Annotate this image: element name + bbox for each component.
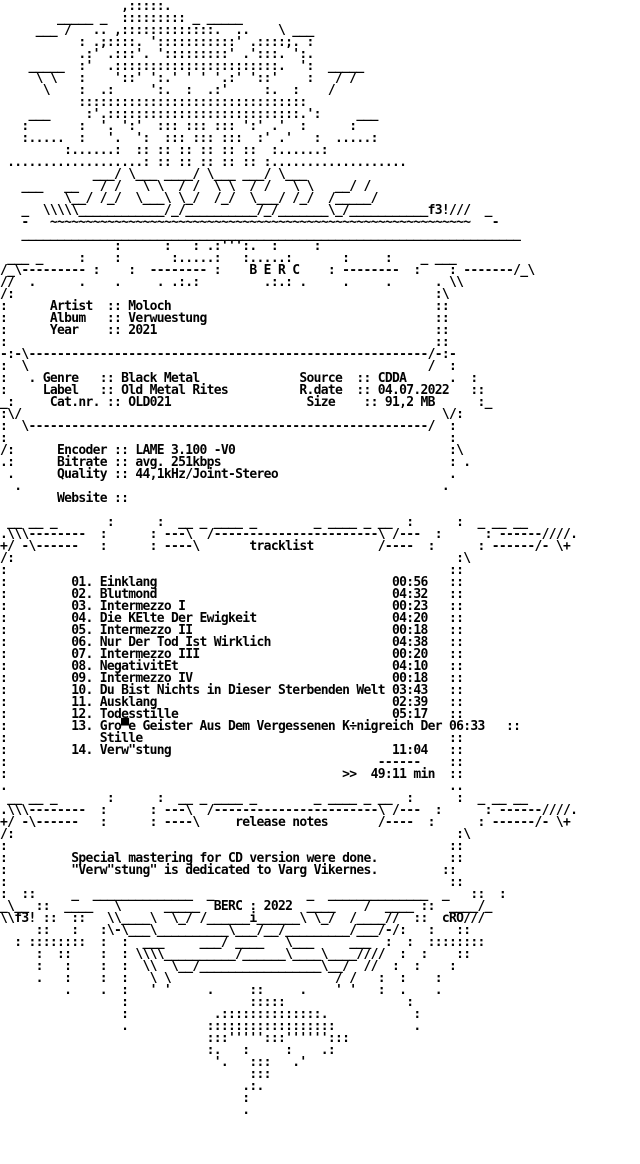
- nfo-line: /_\--------- : : -------- : B E R C : --…: [0, 263, 535, 278]
- nfo-line: : ::: [0, 563, 464, 578]
- nfo-line: : 08. NegativitEt 04:10 ::: [0, 659, 464, 674]
- nfo-line: __ __ _ : : __ _ ____ _ _ ____ _ __ : : …: [0, 791, 528, 806]
- nfo-line: : Special mastering for CD version were …: [0, 851, 464, 866]
- nfo-line: :: [0, 1091, 250, 1106]
- nfo-line: _____ _ ::::::::: _ _____: [0, 11, 243, 26]
- nfo-line: . : : : \ \ / / : : :: [0, 971, 443, 986]
- nfo-line: : ------ ::: [0, 755, 464, 770]
- nfo-line: .: [0, 1103, 250, 1118]
- nfo-line: .\\\-------- : : ---\ /-----------------…: [0, 803, 578, 818]
- nfo-line: : ::::: :: [0, 995, 414, 1010]
- nfo-line: : 10. Du Bist Nichts in Dieser Sterbende…: [0, 683, 464, 698]
- nfo-line: : ::: [0, 839, 464, 854]
- nfo-line: : Stille ::: [0, 731, 464, 746]
- nfo-line: +/ -\------ : : ----\ release notes /---…: [0, 815, 571, 830]
- nfo-line: . . : ' ' . :: . ' ' : . .: [0, 983, 442, 998]
- nfo-line: :. : : .:: [0, 1043, 336, 1058]
- nfo-line: : Album :: Verwuestung ::: [0, 311, 450, 326]
- nfo-line: : 04. Die KElte Der Ewigkeit 04:20 ::: [0, 611, 464, 626]
- nfo-viewer: ,:::::. _____ _ ::::::::: _ _____ ___ / …: [0, 0, 578, 1118]
- nfo-line: . .: [0, 479, 449, 494]
- nfo-line: \ \ : '::' ':.' ' ' '.:' '::' : / /: [0, 71, 357, 86]
- nfo-line: Website ::: [0, 491, 129, 506]
- nfo-line: .: Bitrate :: avg. 251kbps : .: [0, 455, 471, 470]
- nfo-line: : 05. Intermezzo II 00:18 ::: [0, 623, 464, 638]
- nfo-line: : Year :: 2021 ::: [0, 323, 450, 338]
- nfo-line: __ __ _ : : __ _ ____ _ _ ____ _ __ : : …: [0, 515, 528, 530]
- nfo-line: /: Encoder :: LAME 3.100 -V0 :\: [0, 443, 464, 458]
- nfo-line: . Quality :: 44,1kHz/Joint-Stereo .: [0, 467, 457, 482]
- nfo-line: : 06. Nur Der Tod Ist Wirklich 04:38 ::: [0, 635, 464, 650]
- nfo-line: :\/ \/:: [0, 407, 464, 422]
- nfo-line: /: :\: [0, 827, 471, 842]
- nfo-line: : "Verw"stung" is dedicated to Varg Vike…: [0, 863, 457, 878]
- nfo-line: : Label :: Old Metal Rites R.date :: 04.…: [0, 383, 485, 398]
- nfo-line: // . . . . .:.: .:.: . . . . \\: [0, 275, 464, 290]
- nfo-line: : 11. Ausklang 02:39 ::: [0, 695, 464, 710]
- nfo-line: _: Cat.nr. :: OLD021 Size :: 91,2 MB :_: [0, 395, 492, 410]
- nfo-line: : 01. Einklang 00:56 ::: [0, 575, 464, 590]
- nfo-line: : Artist :: Moloch ::: [0, 299, 450, 314]
- nfo-line: ...................: :: :: :: :: :: :...…: [0, 155, 407, 170]
- nfo-line: : ::: [0, 875, 464, 890]
- nfo-line: .:' .:::'. ':::::::::' .':::. ':.: [0, 47, 314, 62]
- nfo-line: _\__ :: ____ \ _____ BERC : 2022 ____ / …: [0, 899, 492, 914]
- nfo-line: : : : .:''':. : :: [0, 239, 321, 254]
- nfo-line: : : '. ':' ::: ::: ::: ':' .' : :: [0, 119, 357, 134]
- nfo-line: \__/ /_/ \___\ \_/ /_/ \___/ /_/ /_____/: [0, 191, 378, 206]
- nfo-line: :::: [0, 1067, 271, 1082]
- nfo-line: : :: : : \\\\__________/______\____\____…: [0, 947, 471, 962]
- nfo-line: .:.: [0, 1079, 264, 1094]
- nfo-line: ___ _ : : :.....: :.....: : : _ ___: [0, 251, 457, 266]
- nfo-line: : ::: [0, 335, 450, 350]
- nfo-line: /: :\: [0, 551, 471, 566]
- nfo-line: :::''''':::'''''':::: [0, 1031, 350, 1046]
- nfo-line: +/ -\------ : : ----\ tracklist /---- : …: [0, 539, 571, 554]
- nfo-line: ___ __ / / \ \ / / \ \ / / \ \ __/ /: [0, 179, 371, 194]
- nfo-line: ::::::::::::::::::::::::::::::::: [0, 95, 307, 110]
- nfo-line: : :: _ ______________ _ _ ______________…: [0, 887, 507, 902]
- nfo-line: ___ / .. ,:::::::::::::. .. \ ___: [0, 23, 315, 38]
- nfo-line: - ~~~~~~~~~~~~~~~~~~~~~~~~~~~~~~~~~~~~~~…: [0, 215, 499, 230]
- nfo-line: _ \\\\\____________/_/__________/_/_____…: [0, 203, 492, 218]
- nfo-line: .\\\-------- : : ---\ /-----------------…: [0, 527, 578, 542]
- nfo-line: : 12. Todesstille 05:17 ::: [0, 707, 464, 722]
- nfo-line: : . Genre :: Black Metal Source :: CDDA …: [0, 371, 478, 386]
- nfo-line: : .;::::. ':::::::::::' .::::;. :: [0, 35, 314, 50]
- nfo-line: ,:::::.: [0, 0, 172, 14]
- nfo-line: ___/ \___ ____/ \___ ___/ \___: [0, 167, 308, 182]
- nfo-line: : >> 49:11 min ::: [0, 767, 464, 782]
- nfo-line: : 09. Intermezzo IV 00:18 ::: [0, 671, 464, 686]
- nfo-line: . :::::::::::::::::: .: [0, 1019, 421, 1034]
- nfo-line: : 14. Verw"stung 11:04 ::: [0, 743, 464, 758]
- nfo-line: \ : .: ':. : .:' :. : /: [0, 83, 336, 98]
- nfo-line: . ..: [0, 779, 464, 794]
- nfo-line: :..... : '. ': ::: ::: ::: :' .' : .....…: [0, 131, 378, 146]
- nfo-line: : 07. Intermezzo III 00:20 ::: [0, 647, 464, 662]
- nfo-line: : \ / :: [0, 359, 457, 374]
- nfo-line: '. ::: .': [0, 1055, 307, 1070]
- nfo-line: : 02. Blutmond 04:32 ::: [0, 587, 464, 602]
- nfo-line: -:-\------------------------------------…: [0, 347, 457, 362]
- nfo-line: : 13. Gro▀e Geister Aus Dem Vergessenen …: [0, 719, 521, 734]
- nfo-line: : :::::::: : : ___ ___/ ____ \___ ___ : …: [0, 935, 485, 950]
- nfo-line: : \-------------------------------------…: [0, 419, 457, 434]
- nfo-line: : 03. Intermezzo I 00:23 ::: [0, 599, 464, 614]
- nfo-line: :......: :: :: :: :: :: :: :......:: [0, 143, 328, 158]
- nfo-line: \\f3! :: :: \\____\ \_/ /______i______\ …: [0, 911, 485, 926]
- nfo-line: :: : :\-\___\__________\___/__/_________…: [0, 923, 471, 938]
- nfo-line: : .::::::::::::::. :: [0, 1007, 421, 1022]
- nfo-line: /: :\: [0, 287, 450, 302]
- nfo-line: : : : : \\ \__/_________________\__/ // …: [0, 959, 457, 974]
- nfo-line: _____ :' .:::::::::::::::::::::::. ': __…: [0, 59, 365, 74]
- nfo-line: ___ :'.:::::::::::::::::::::::::::.': __…: [0, 107, 379, 122]
- nfo-line: ________________________________________…: [0, 227, 521, 242]
- nfo-line: : :: [0, 431, 457, 446]
